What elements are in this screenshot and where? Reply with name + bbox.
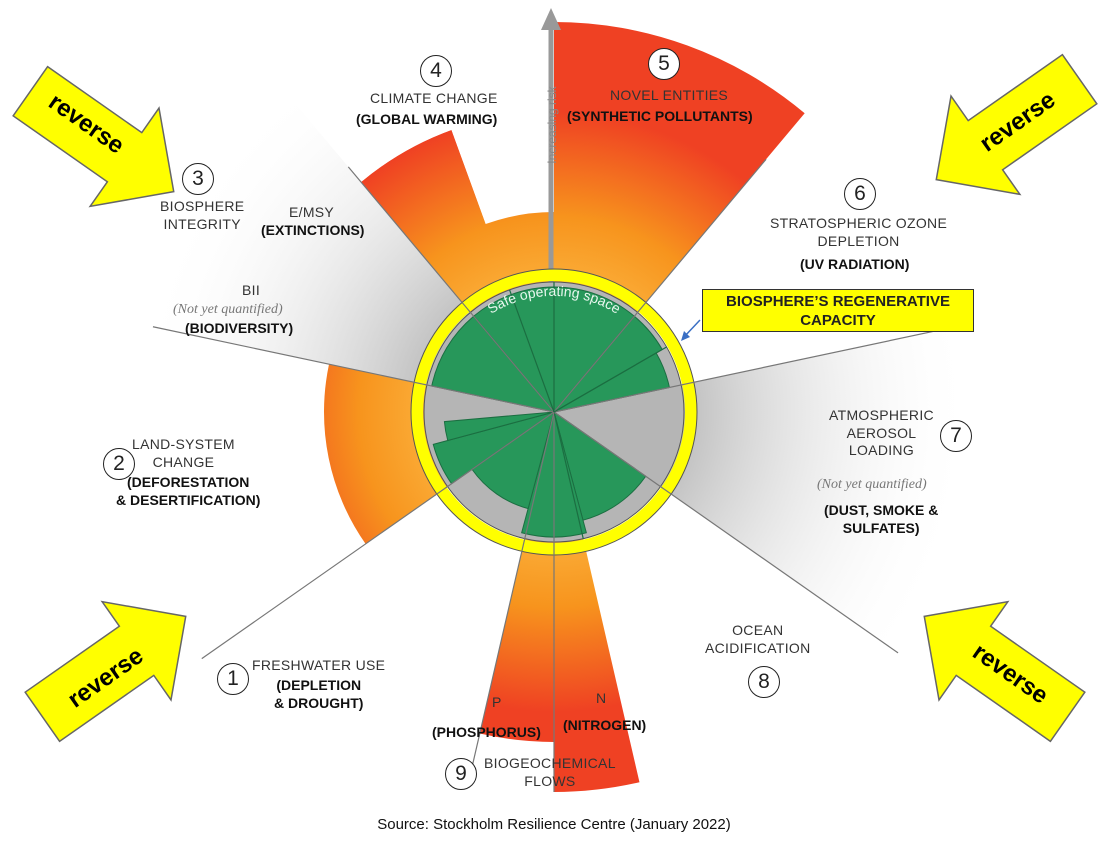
ozone-title: STRATOSPHERIC OZONE DEPLETION (770, 215, 948, 249)
spoke-line (347, 166, 555, 413)
bii-label: BII (242, 282, 261, 298)
biodiversity-label: (BIODIVERSITY) (185, 320, 294, 336)
aerosol-subtitle: (DUST, SMOKE & SULFATES) (824, 502, 939, 536)
wedge-extinctions-top (361, 130, 510, 313)
land-system-subtitle: (DEFORESTATION & DESERTIFICATION) (116, 474, 261, 508)
bii-not-quantified: (Not yet quantified) (173, 302, 283, 317)
increasing-risk-arrowhead (541, 8, 561, 30)
boundary-wedges (143, 22, 975, 792)
wedge-nitrogen (554, 538, 640, 792)
spoke-line (553, 324, 965, 413)
land-system-title: LAND-SYSTEM CHANGE (132, 436, 235, 470)
aerosol-title: ATMOSPHERIC AEROSOL LOADING (829, 407, 934, 458)
boundary-number-5: 5 (648, 48, 680, 80)
boundary-number-4: 4 (420, 55, 452, 87)
safe-operating-space (431, 286, 671, 538)
ocean-acidification-title: OCEAN ACIDIFICATION (705, 622, 811, 656)
spoke-line (553, 411, 584, 539)
climate-change-subtitle: (GLOBAL WARMING) (356, 111, 498, 127)
emsy-label: E/MSY (289, 204, 335, 220)
climate-change-title: CLIMATE CHANGE (370, 90, 498, 106)
nitrogen-n-label: N (596, 690, 607, 706)
spoke-line (467, 411, 555, 783)
extinctions-label: (EXTINCTIONS) (261, 222, 365, 238)
spoke-line (201, 411, 555, 660)
boundary-number-6: 6 (844, 178, 876, 210)
aerosol-not-quantified: (Not yet quantified) (817, 477, 927, 492)
reverse-arrow-top-left (12, 65, 175, 208)
reverse-arrow-bottom-left (24, 600, 187, 743)
biogeochemical-title: BIOGEOCHEMICAL FLOWS (484, 755, 616, 789)
spoke-line (508, 289, 555, 413)
spoke-line (553, 346, 667, 413)
boundary-number-9: 9 (445, 758, 477, 790)
spoke-line (553, 158, 767, 413)
wedge-phosphorus (479, 538, 554, 742)
phosphorus-label: (PHOSPHORUS) (432, 724, 541, 740)
wedge-bii (143, 90, 471, 385)
increasing-risk-label: Increasing risk (545, 86, 559, 164)
spoke-line (152, 326, 555, 413)
boundary-number-7: 7 (940, 420, 972, 452)
wedge-novel-entities (554, 22, 805, 313)
boundary-spokes (152, 158, 965, 792)
biosphere-integrity-title: BIOSPHERE INTEGRITY (160, 198, 245, 232)
regenerative-capacity-box: BIOSPHERE’S REGENERATIVE CAPACITY (702, 289, 974, 332)
wedge-aerosol (660, 324, 975, 653)
freshwater-title: FRESHWATER USE (252, 657, 386, 673)
nitrogen-label: (NITROGEN) (563, 717, 647, 733)
source-caption: Source: Stockholm Resilience Centre (Jan… (377, 816, 731, 833)
regen-callout-arrowhead (681, 331, 690, 341)
boundary-number-3: 3 (182, 163, 214, 195)
phosphorus-p-label: P (492, 694, 502, 710)
spoke-line (553, 411, 899, 654)
novel-entities-subtitle: (SYNTHETIC POLLUTANTS) (567, 108, 753, 124)
reverse-arrow-bottom-right (923, 600, 1086, 743)
novel-entities-title: NOVEL ENTITIES (610, 87, 729, 103)
reverse-arrow-top-right (935, 53, 1098, 196)
ozone-subtitle: (UV RADIATION) (800, 256, 910, 272)
boundary-number-2: 2 (103, 448, 135, 480)
freshwater-subtitle: (DEPLETION & DROUGHT) (274, 677, 364, 711)
boundary-number-1: 1 (217, 663, 249, 695)
boundary-number-8: 8 (748, 666, 780, 698)
